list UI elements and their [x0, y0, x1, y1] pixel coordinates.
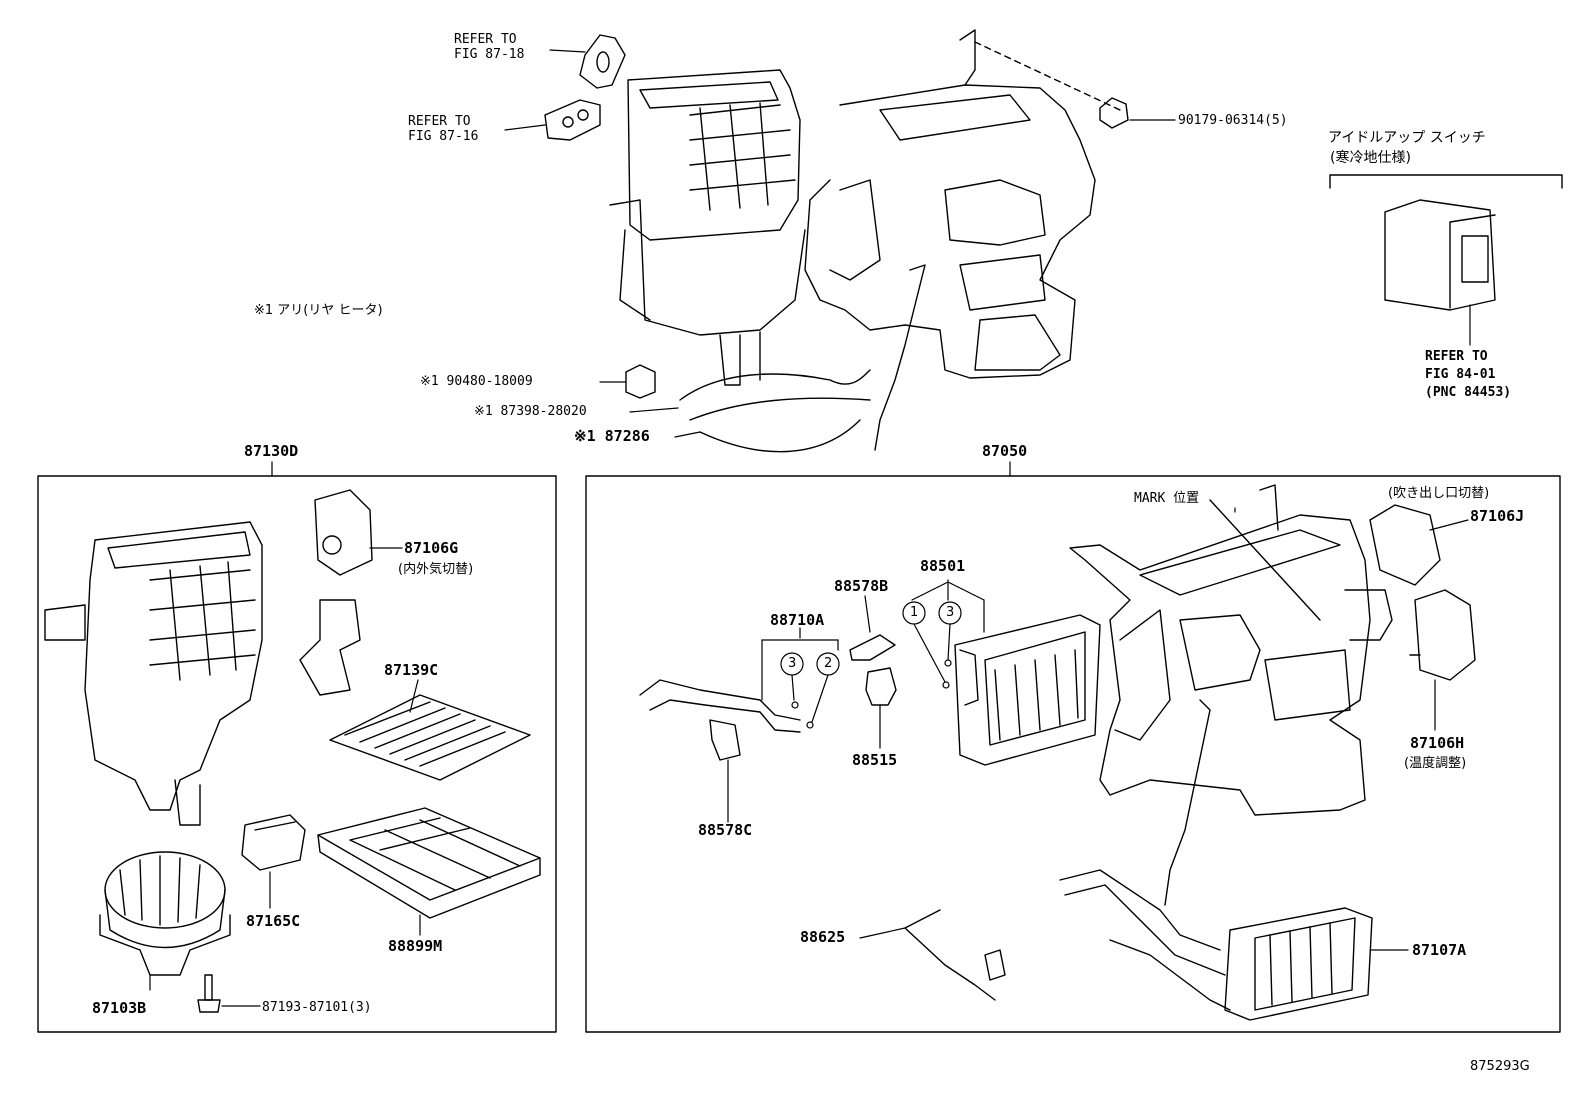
screw-87193-drawing [197, 974, 221, 1013]
bracket-drawing [299, 599, 361, 696]
mark-position: MARK 位置 [1134, 491, 1200, 506]
right-assembly-box [585, 475, 1561, 1033]
filter-frame-88899m-drawing [317, 807, 541, 919]
refer-fig-87-16-line1: REFER TO [408, 114, 471, 129]
filter-87139c-drawing [329, 694, 531, 781]
blower-housing-drawing [44, 521, 263, 826]
leader-lines [149, 49, 1471, 1007]
part-87103b: 87103B [92, 999, 147, 1017]
refer-fig-84-01-line2: FIG 84-01 [1425, 367, 1496, 382]
refer-fig-84-01-line3: (PNC 84453) [1425, 385, 1512, 400]
hose-87398-drawing [679, 369, 871, 453]
refer-fig-84-01-line1: REFER TO [1425, 349, 1488, 364]
part-90480: ※1 90480-18009 [420, 374, 533, 389]
part-88710a: 88710A [770, 611, 825, 629]
idle-switch-bracket [1329, 174, 1563, 189]
heater-case-87050-drawing [1069, 484, 1393, 906]
part-88625: 88625 [800, 928, 846, 946]
plug-90480-drawing [625, 364, 656, 399]
right-box-title: 87050 [982, 442, 1028, 460]
servo-87106j-drawing [1369, 504, 1441, 586]
part-90179: 90179-06314(5) [1178, 113, 1288, 128]
left-box-title: 87130D [244, 442, 299, 460]
refer-fig-87-16: REFER TO FIG 87-16 [408, 114, 478, 144]
part-87106h: 87106H [1410, 734, 1465, 752]
refer-fig-87-18-line2: FIG 87-18 [454, 47, 525, 62]
left-assembly-box [37, 475, 557, 1033]
thermistor-88625-drawing [904, 909, 1006, 1001]
pipe-88710a-drawing [639, 679, 801, 761]
circle-callout-3b: 3 [788, 656, 797, 671]
servo-87106g-drawing [314, 489, 373, 576]
part-87193: 87193-87101(3) [262, 1000, 372, 1015]
part-87107a: 87107A [1412, 941, 1467, 959]
idle-switch-sub: (寒冷地仕様) [1330, 150, 1411, 166]
refer-fig-87-18-line1: REFER TO [454, 32, 517, 47]
refer-fig-87-16-line2: FIG 87-16 [408, 129, 479, 144]
part-87106j: 87106J [1470, 507, 1525, 525]
part-88515: 88515 [852, 751, 898, 769]
refer-fig-87-18: REFER TO FIG 87-18 [454, 32, 524, 62]
part-87165c: 87165C [246, 912, 301, 930]
heater-core-87107a-drawing [1059, 869, 1373, 1021]
part-87139c: 87139C [384, 661, 439, 679]
expansion-valve-88515-drawing [865, 667, 897, 706]
idle-switch-drawing [1384, 199, 1496, 311]
part-88501: 88501 [920, 557, 966, 575]
part-87106h-note: (温度調整) [1404, 756, 1467, 771]
nut-90179-drawing [1099, 97, 1129, 129]
circle-callout-1: 1 [910, 605, 919, 620]
gasket-fig-87-16-drawing [544, 99, 601, 141]
gasket-fig-87-18-drawing [579, 34, 626, 89]
circle-callouts [761, 599, 985, 729]
top-heater-unit-drawing [609, 29, 1121, 451]
resistor-87165c-drawing [241, 814, 306, 871]
idle-switch-title: アイドルアップ スイッチ [1328, 130, 1486, 146]
circle-callout-3a: 3 [946, 605, 955, 620]
part-87398: ※1 87398-28020 [474, 404, 587, 419]
evaporator-88501-drawing [954, 614, 1101, 766]
part-87286: ※1 87286 [574, 427, 650, 445]
refer-fig-84-01: REFER TO FIG 84-01 (PNC 84453) [1425, 348, 1511, 402]
part-88899m: 88899M [388, 937, 443, 955]
blower-motor-87103b-drawing [99, 851, 231, 976]
insulator-88578b-drawing [849, 634, 896, 661]
servo-87106h-drawing [1409, 589, 1476, 681]
part-87106j-note: (吹き出し口切替) [1388, 486, 1490, 501]
figure-id: 875293G [1470, 1059, 1530, 1074]
part-88578b: 88578B [834, 577, 889, 595]
rear-heater-note: ※1 アリ(リヤ ヒータ) [254, 303, 383, 318]
circle-callout-2: 2 [824, 656, 833, 671]
part-88578c: 88578C [698, 821, 753, 839]
part-87106g-note: (内外気切替) [398, 562, 474, 577]
part-87106g: 87106G [404, 539, 459, 557]
